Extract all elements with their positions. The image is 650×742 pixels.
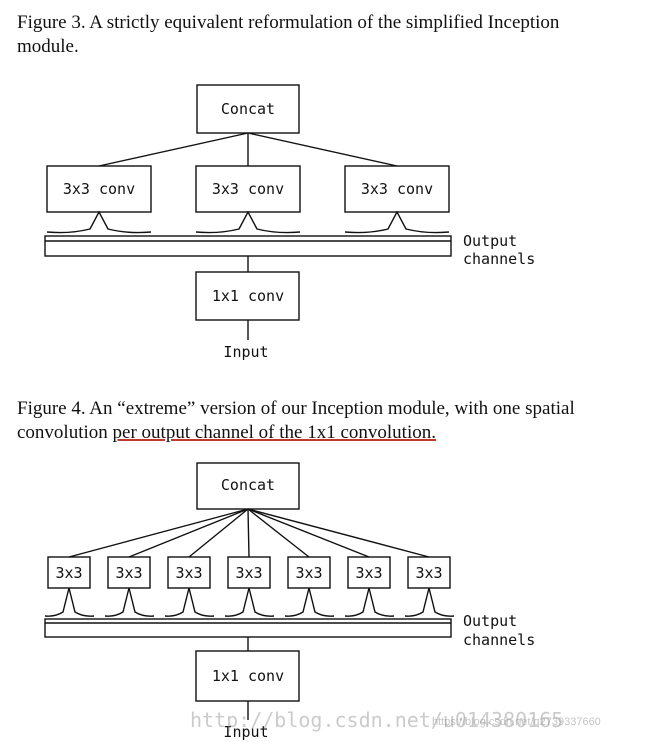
fig3-output-label: Output — [463, 232, 517, 250]
fig3-pointwise-label: 1x1 conv — [212, 287, 284, 305]
fig4-branch-label-5: 3x3 — [295, 564, 322, 582]
fig3-channels-label: channels — [463, 250, 535, 268]
fig4-connector-line — [68, 508, 249, 558]
fig3-concat-label: Concat — [221, 100, 275, 118]
fig3-output-channels-bar — [44, 235, 452, 257]
fig4-connector-line — [247, 508, 250, 558]
fig4-brace-4 — [224, 587, 275, 617]
figure-4-caption-plain: Figure 4. An “extreme” version of our In… — [17, 398, 575, 443]
fig4-input-label: Input — [223, 723, 268, 741]
fig4-brace-1 — [44, 587, 95, 617]
fig3-connector-line — [247, 132, 398, 167]
fig4-connector-line — [247, 508, 370, 558]
fig4-connector-line — [247, 508, 430, 558]
fig3-branch-label-1: 3x3 conv — [63, 180, 135, 198]
figure-3-diagram — [44, 84, 452, 340]
fig4-brace-2 — [104, 587, 155, 617]
fig4-branch-label-4: 3x3 — [235, 564, 262, 582]
fig3-connector-line — [98, 132, 249, 167]
fig4-connector-line — [128, 508, 249, 558]
fig4-brace-5 — [284, 587, 335, 617]
fig4-concat-label: Concat — [221, 476, 275, 494]
fig4-output-channels-bar — [44, 618, 452, 638]
fig3-brace-1 — [46, 210, 152, 234]
fig4-pointwise-label: 1x1 conv — [212, 667, 284, 685]
fig4-branch-label-2: 3x3 — [115, 564, 142, 582]
fig3-branch-label-3: 3x3 conv — [361, 180, 433, 198]
fig4-branch-label-1: 3x3 — [55, 564, 82, 582]
watermark-faint-text: https://blog.csdn.net/q2739337660 — [432, 716, 601, 728]
fig4-connector-line — [188, 508, 249, 558]
fig4-branch-label-7: 3x3 — [415, 564, 442, 582]
figure-4-diagram — [44, 462, 455, 720]
fig3-brace-3 — [344, 210, 450, 234]
figure-4-caption: Figure 4. An “extreme” version of our In… — [17, 397, 617, 445]
watermark-text: http://blog.csdn.net/u014380165 — [190, 708, 564, 732]
figure-4-caption-underlined: per output channel of the 1x1 convolutio… — [112, 422, 436, 443]
fig4-brace-3 — [164, 587, 215, 617]
fig3-branch-label-2: 3x3 conv — [212, 180, 284, 198]
fig4-branch-label-3: 3x3 — [175, 564, 202, 582]
fig4-brace-7 — [404, 587, 455, 617]
fig4-channels-label: channels — [463, 631, 535, 649]
fig3-input-label: Input — [223, 343, 268, 361]
fig4-brace-6 — [344, 587, 395, 617]
fig4-branch-label-6: 3x3 — [355, 564, 382, 582]
fig3-brace-2 — [195, 210, 301, 234]
fig4-output-label: Output — [463, 612, 517, 630]
figure-3-caption: Figure 3. A strictly equivalent reformul… — [17, 12, 560, 57]
fig4-connector-line — [247, 508, 310, 558]
